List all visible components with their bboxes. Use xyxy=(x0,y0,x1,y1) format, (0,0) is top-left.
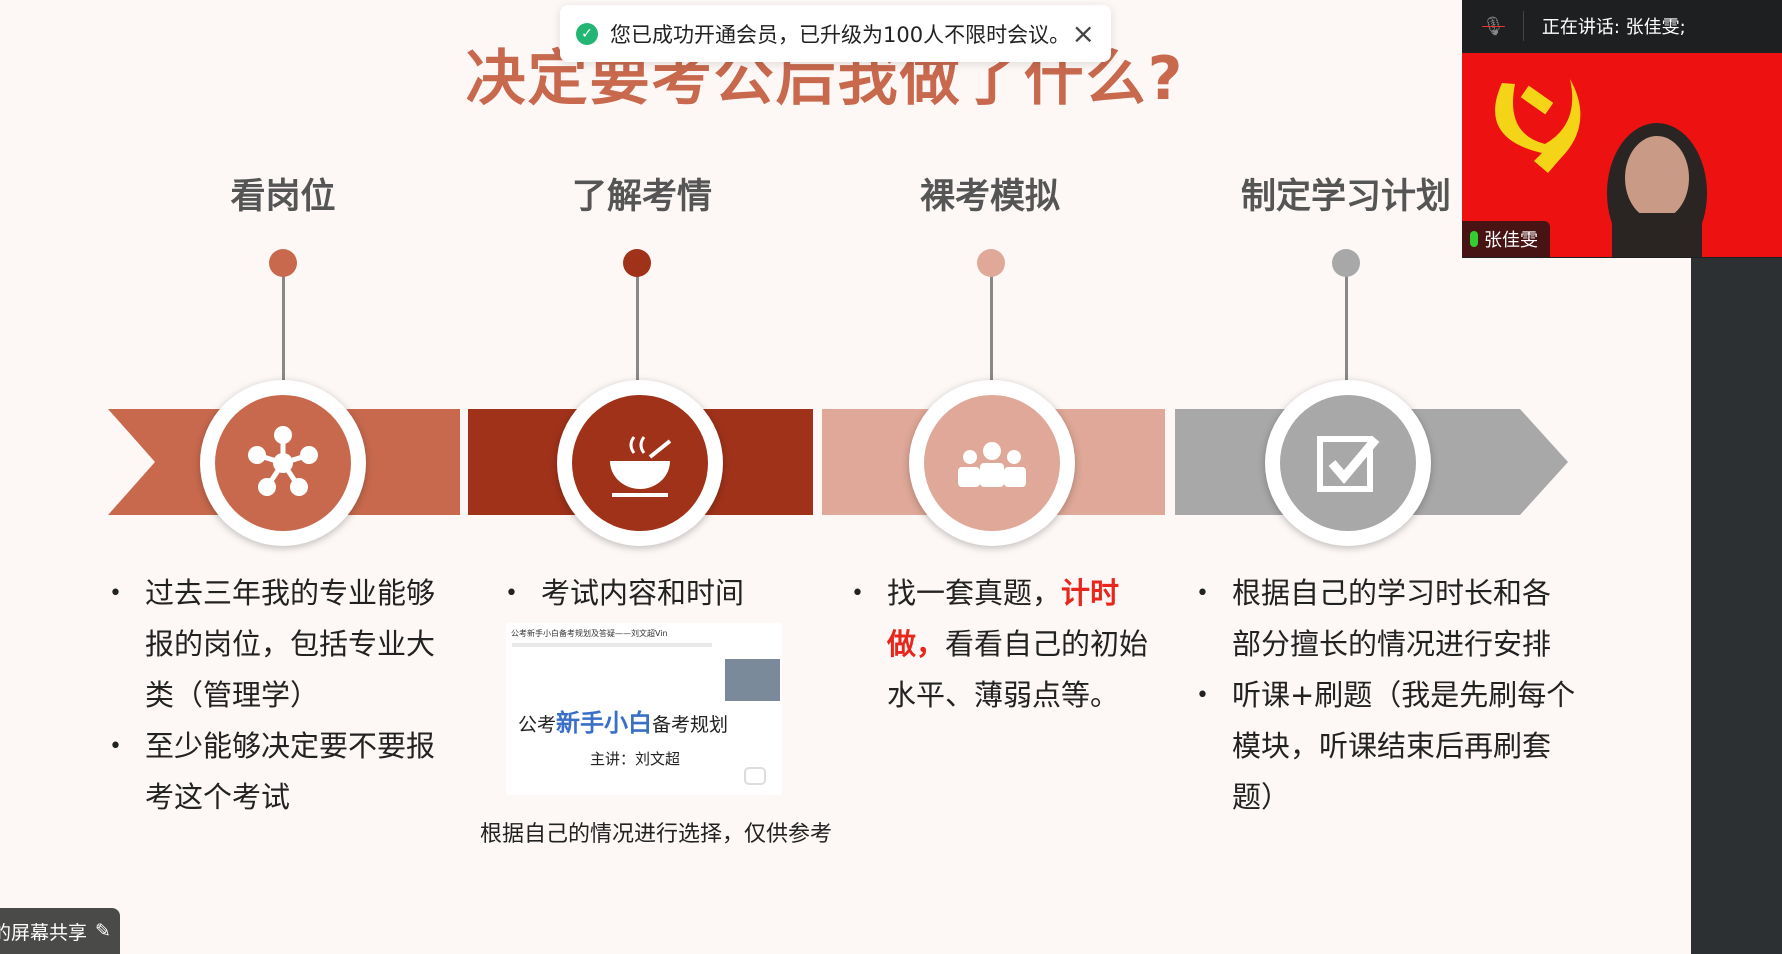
checkbox-icon xyxy=(1280,395,1416,531)
title-part: 公考 xyxy=(518,714,557,736)
bullet-item: 找一套真题，计时做，看看自己的初始水平、薄弱点等。 xyxy=(851,568,1157,721)
step-heading: 裸考模拟 xyxy=(919,177,1060,217)
mic-muted-icon[interactable]: 🎙 xyxy=(1482,15,1505,37)
bullet-item: 根据自己的学习时长和各部分擅长的情况进行安排 xyxy=(1196,568,1577,670)
bowl-icon xyxy=(572,395,708,531)
participant-name: 张佳雯 xyxy=(1484,230,1538,251)
step-circle xyxy=(200,380,366,546)
screen-share-tag[interactable]: 的屏幕共享 ✎ xyxy=(0,908,120,954)
toast-notification: ✓ 您已成功开通会员，已升级为100人不限时会议。 × xyxy=(560,5,1111,62)
bullet-item: 至少能够决定要不要报考这个考试 xyxy=(109,721,445,823)
step-bullets: 考试内容和时间 xyxy=(505,568,801,619)
step-heading: 看岗位 xyxy=(230,177,336,217)
step-circle xyxy=(1265,380,1431,546)
speaking-label: 正在讲话: 张佳雯; xyxy=(1541,17,1686,38)
highlight-text: 计时做， xyxy=(887,576,1120,661)
thumbnail-header: 公考新手小白备考规划及答疑——刘文超Vin xyxy=(511,629,668,638)
divider xyxy=(1522,11,1524,41)
video-thumbnail: 公考新手小白备考规划及答疑——刘文超Vin 公考新手小白备考规划 主讲：刘文超 xyxy=(506,623,782,795)
step-circle xyxy=(557,380,723,546)
close-icon[interactable]: × xyxy=(1071,17,1095,50)
step-heading: 制定学习计划 xyxy=(1240,177,1451,217)
tv-icon xyxy=(744,767,766,785)
connector-line xyxy=(282,270,285,382)
participant-video[interactable]: 张佳雯 xyxy=(1462,53,1782,257)
speaking-bar: 🎙 正在讲话: 张佳雯; xyxy=(1462,0,1782,52)
connector-line xyxy=(1345,270,1348,382)
participant-name-tag: 张佳雯 xyxy=(1462,221,1550,257)
bullet-item: 过去三年我的专业能够报的岗位，包括专业大类（管理学） xyxy=(109,568,445,721)
timeline-dot xyxy=(269,249,297,277)
timeline-dot xyxy=(1332,249,1360,277)
thumbnail-title: 公考新手小白备考规划 xyxy=(518,703,728,738)
shared-slide: 决定要考公后我做了什么? 看岗位 了解考情 裸考模拟 制定学习计划 过去三年我的… xyxy=(0,0,1691,954)
timeline-dot xyxy=(977,249,1005,277)
pencil-icon[interactable]: ✎ xyxy=(95,920,111,942)
title-highlight: 新手小白 xyxy=(556,709,653,737)
title-part: 备考规划 xyxy=(652,714,729,736)
step-bullets: 根据自己的学习时长和各部分擅长的情况进行安排听课+刷题（我是先刷每个模块，听课结… xyxy=(1196,568,1577,823)
bullet-text: 看看自己的初始水平、薄弱点等。 xyxy=(887,627,1149,712)
group-icon xyxy=(924,395,1060,531)
bullet-item: 考试内容和时间 xyxy=(505,568,801,619)
share-label: 的屏幕共享 xyxy=(0,921,88,944)
thumbnail-speaker: 主讲：刘文超 xyxy=(590,750,681,768)
presenter-thumbnail xyxy=(725,659,780,701)
thumbnail-caption: 根据自己的情况进行选择，仅供参考 xyxy=(480,822,833,847)
bullet-item: 听课+刷题（我是先刷每个模块，听课结束后再刷套题） xyxy=(1196,670,1577,823)
step-bullets: 找一套真题，计时做，看看自己的初始水平、薄弱点等。 xyxy=(851,568,1157,721)
party-emblem-icon xyxy=(1495,79,1707,257)
step-bullets: 过去三年我的专业能够报的岗位，包括专业大类（管理学）至少能够决定要不要报考这个考… xyxy=(109,568,445,823)
thumbnail-meta xyxy=(512,643,712,647)
network-icon xyxy=(215,395,351,531)
step-heading: 了解考情 xyxy=(571,177,712,217)
toast-text: 您已成功开通会员，已升级为100人不限时会议。 xyxy=(610,22,1071,47)
step-circle xyxy=(909,380,1075,546)
timeline-dot xyxy=(623,249,651,277)
connector-line xyxy=(636,270,639,382)
bullet-text: 找一套真题， xyxy=(887,576,1062,610)
check-circle-icon: ✓ xyxy=(576,22,598,45)
mic-active-icon xyxy=(1470,231,1478,247)
connector-line xyxy=(990,270,993,382)
video-panel: 🎙 正在讲话: 张佳雯; 张佳雯 xyxy=(1462,0,1782,258)
